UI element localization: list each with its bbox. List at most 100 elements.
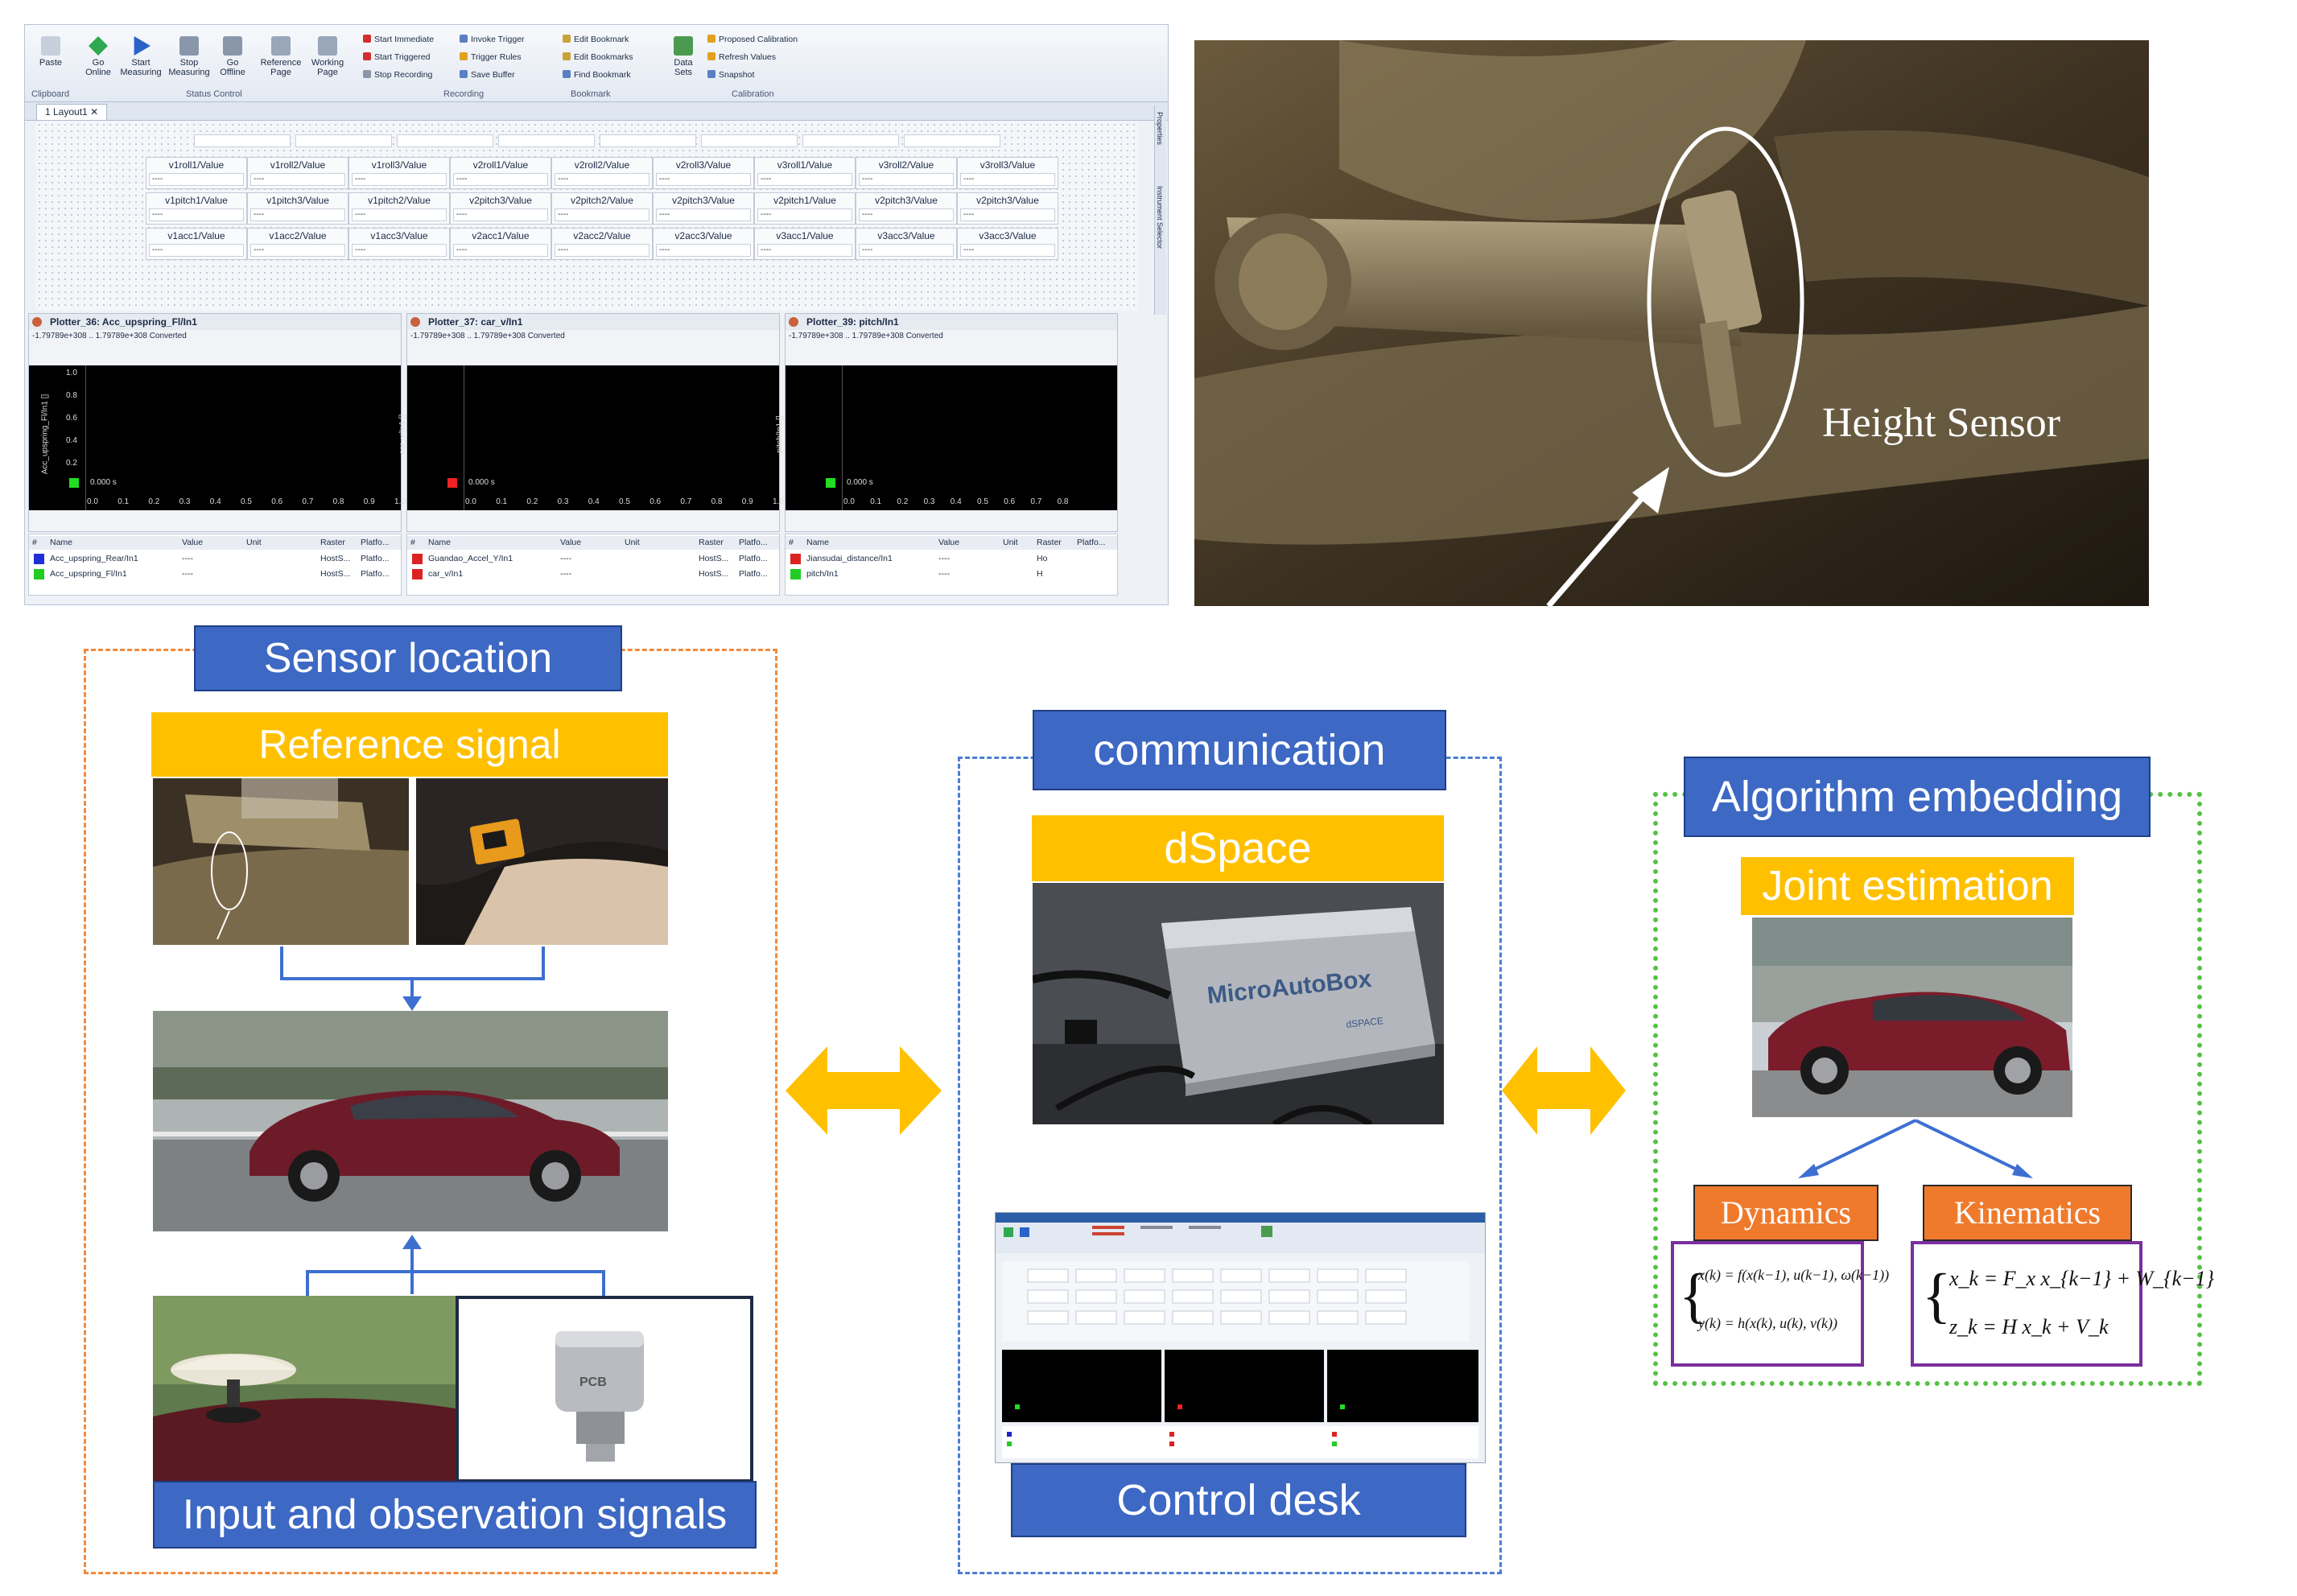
value-display-cell[interactable]: v2acc3/Value----	[653, 228, 754, 260]
value-display-cell[interactable]: v3acc3/Value----	[856, 228, 957, 260]
value-field[interactable]: ----	[453, 208, 548, 221]
column-header-name[interactable]: Name	[428, 538, 452, 547]
value-display-cell[interactable]: v1roll1/Value----	[146, 157, 247, 189]
value-display-cell[interactable]: v2pitch3/Value----	[450, 192, 551, 225]
value-field[interactable]: ----	[250, 173, 345, 186]
value-field[interactable]: ----	[656, 208, 751, 221]
tab-properties[interactable]: Properties	[1156, 112, 1164, 146]
column-header-value[interactable]: Value	[182, 538, 204, 547]
refresh-values-button[interactable]: Refresh Values	[707, 52, 776, 62]
working-page-button[interactable]: Working Page	[305, 36, 350, 77]
value-field[interactable]: ----	[960, 173, 1055, 186]
save-buffer-button[interactable]: Save Buffer	[460, 70, 515, 80]
column-header-name[interactable]: Name	[50, 538, 73, 547]
column-header-platform[interactable]: Platfo...	[1077, 538, 1106, 547]
value-display-cell[interactable]: v1acc3/Value----	[348, 228, 450, 260]
value-display-cell[interactable]: v2roll1/Value----	[450, 157, 551, 189]
column-header-name[interactable]: Name	[806, 538, 830, 547]
signal-row[interactable]: car_v/In1----HostS...Platfo...	[407, 567, 779, 581]
column-header-unit[interactable]: Unit	[625, 538, 640, 547]
value-display-cell[interactable]: v3acc1/Value----	[754, 228, 856, 260]
paste-button[interactable]: Paste	[36, 36, 65, 68]
snapshot-button[interactable]: Snapshot	[707, 70, 754, 80]
column-header-num[interactable]: #	[789, 538, 794, 547]
go-offline-button[interactable]: Go Offline	[215, 36, 250, 77]
start-measuring-button[interactable]: Start Measuring	[118, 36, 163, 77]
value-field[interactable]: ----	[453, 173, 548, 186]
column-header-raster[interactable]: Raster	[320, 538, 345, 547]
edit-bookmark-button[interactable]: Edit Bookmark	[563, 35, 629, 44]
value-display-cell[interactable]: v2pitch3/Value----	[957, 192, 1058, 225]
value-display-cell[interactable]: v1pitch2/Value----	[348, 192, 450, 225]
value-display-cell[interactable]: v3roll1/Value----	[754, 157, 856, 189]
value-display-cell[interactable]: v3acc3/Value----	[957, 228, 1058, 260]
value-display-cell[interactable]: v3roll3/Value----	[957, 157, 1058, 189]
value-display-cell[interactable]: v1pitch3/Value----	[247, 192, 348, 225]
value-field[interactable]: ----	[757, 244, 852, 257]
column-header-raster[interactable]: Raster	[1037, 538, 1062, 547]
signal-row[interactable]: Acc_upspring_Fl/In1----HostS...Platfo...	[29, 567, 401, 581]
value-field[interactable]: ----	[555, 173, 650, 186]
column-header-raster[interactable]: Raster	[699, 538, 724, 547]
start-triggered-button[interactable]: Start Triggered	[363, 52, 430, 62]
value-field[interactable]: ----	[352, 244, 447, 257]
value-display-cell[interactable]: v1pitch1/Value----	[146, 192, 247, 225]
value-field[interactable]: ----	[555, 244, 650, 257]
tab-layout1[interactable]: 1 Layout1 ✕	[36, 104, 108, 120]
column-header-num[interactable]: #	[410, 538, 415, 547]
signal-table[interactable]: # Name Value Unit Raster Platfo... Acc_upsprin…	[28, 534, 402, 596]
value-display-cell[interactable]: v2pitch1/Value----	[754, 192, 856, 225]
value-field[interactable]: ----	[960, 208, 1055, 221]
column-header-unit[interactable]: Unit	[246, 538, 262, 547]
value-field[interactable]: ----	[757, 173, 852, 186]
signal-row[interactable]: pitch/In1----H	[786, 567, 1117, 581]
value-field[interactable]: ----	[250, 208, 345, 221]
column-header-num[interactable]: #	[32, 538, 37, 547]
plotter-panel[interactable]: Plotter_37: car_v/In1-1.79789e+308 .. 1.…	[398, 313, 784, 532]
value-display-cell[interactable]: v2acc1/Value----	[450, 228, 551, 260]
column-header-platform[interactable]: Platfo...	[739, 538, 768, 547]
edit-bookmarks-button[interactable]: Edit Bookmarks	[563, 52, 633, 62]
value-display-cell[interactable]: v3roll2/Value----	[856, 157, 957, 189]
value-field[interactable]: ----	[859, 208, 954, 221]
value-field[interactable]: ----	[757, 208, 852, 221]
value-field[interactable]: ----	[352, 173, 447, 186]
value-field[interactable]: ----	[555, 208, 650, 221]
value-display-cell[interactable]: v1roll2/Value----	[247, 157, 348, 189]
find-bookmark-button[interactable]: Find Bookmark	[563, 70, 631, 80]
stop-measuring-button[interactable]: Stop Measuring	[167, 36, 212, 77]
column-header-value[interactable]: Value	[560, 538, 582, 547]
value-display-cell[interactable]: v2roll3/Value----	[653, 157, 754, 189]
value-display-cell[interactable]: v2pitch2/Value----	[551, 192, 653, 225]
column-header-platform[interactable]: Platfo...	[361, 538, 390, 547]
plotter-panel[interactable]: Plotter_39: pitch/In1-1.79789e+308 .. 1.…	[776, 313, 1118, 532]
value-field[interactable]: ----	[149, 173, 244, 186]
invoke-trigger-button[interactable]: Invoke Trigger	[460, 35, 525, 44]
value-display-cell[interactable]: v2pitch3/Value----	[856, 192, 957, 225]
go-online-button[interactable]: Go Online	[80, 36, 117, 77]
value-field[interactable]: ----	[859, 173, 954, 186]
close-icon[interactable]: ✕	[90, 106, 99, 118]
value-field[interactable]: ----	[656, 173, 751, 186]
tab-instrument-selector[interactable]: Instrument Selector	[1156, 186, 1164, 250]
start-immediate-button[interactable]: Start Immediate	[363, 35, 434, 44]
proposed-calibration-button[interactable]: Proposed Calibration	[707, 35, 798, 44]
value-field[interactable]: ----	[149, 208, 244, 221]
reference-page-button[interactable]: Reference Page	[258, 36, 303, 77]
plotter-panel[interactable]: Plotter_36: Acc_upspring_Fl/In1-1.79789e…	[28, 313, 406, 532]
value-field[interactable]: ----	[960, 244, 1055, 257]
value-display-cell[interactable]: v1roll3/Value----	[348, 157, 450, 189]
value-display-cell[interactable]: v2pitch3/Value----	[653, 192, 754, 225]
value-display-cell[interactable]: v2acc2/Value----	[551, 228, 653, 260]
value-display-cell[interactable]: v1acc1/Value----	[146, 228, 247, 260]
signal-row[interactable]: Jiansudai_distance/In1----Ho	[786, 552, 1117, 566]
column-header-unit[interactable]: Unit	[1003, 538, 1018, 547]
value-field[interactable]: ----	[352, 208, 447, 221]
trigger-rules-button[interactable]: Trigger Rules	[460, 52, 522, 62]
data-sets-button[interactable]: Data Sets	[669, 36, 698, 77]
